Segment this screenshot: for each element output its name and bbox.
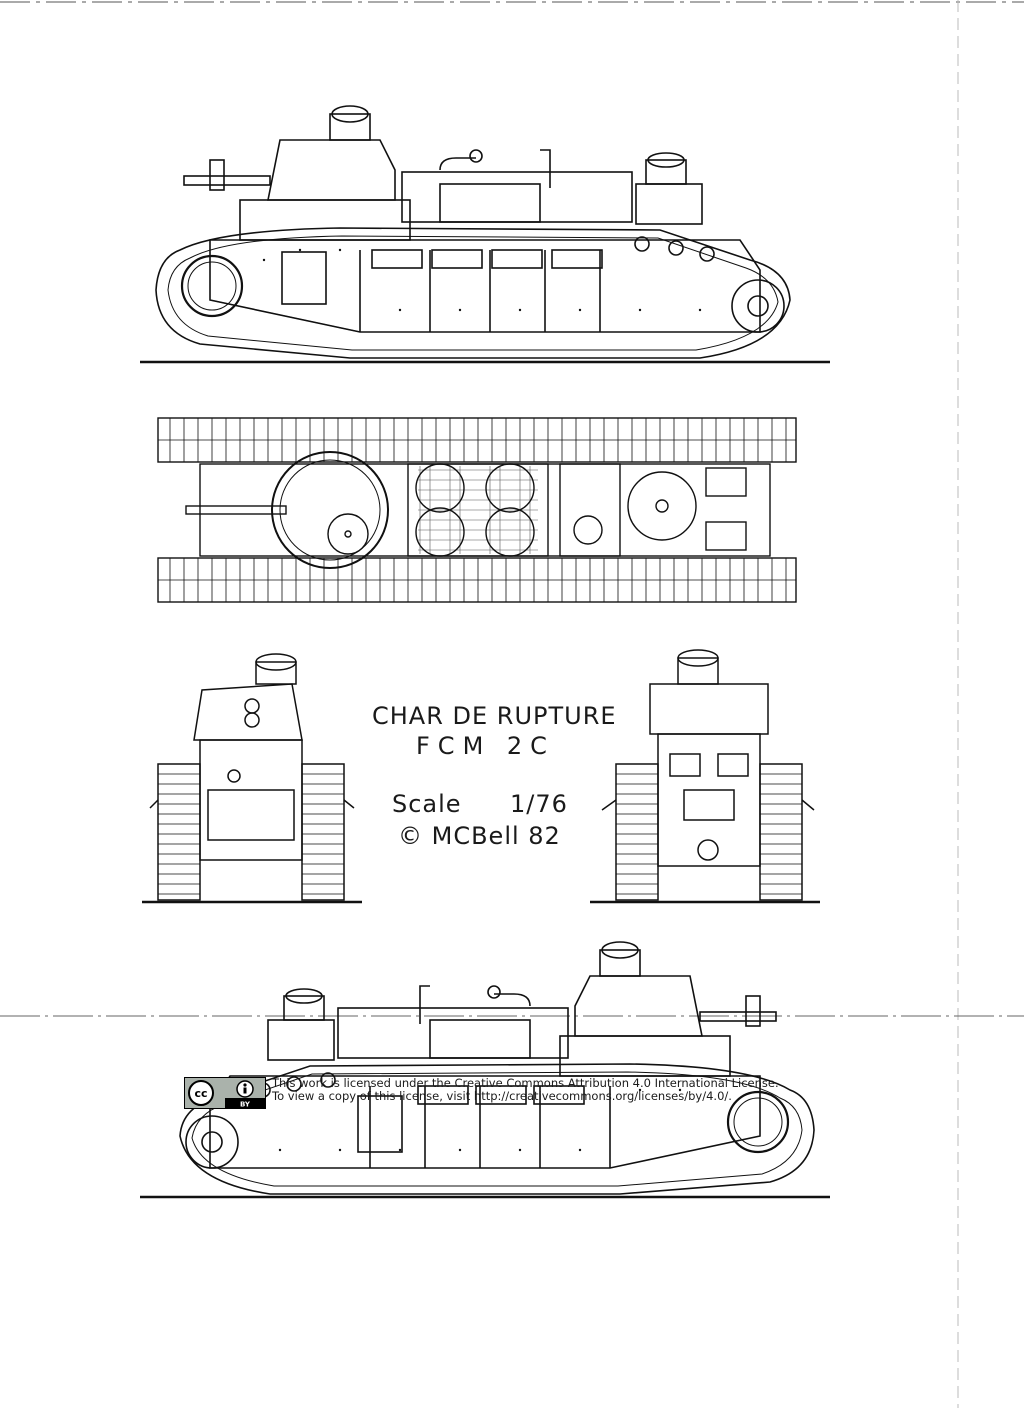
top-view: [157, 417, 797, 603]
front-view: [142, 653, 362, 904]
author-credit: © MCBell 82: [398, 822, 561, 850]
side-view-right: [140, 941, 830, 1199]
cc-by-badge[interactable]: cc BY: [184, 1077, 266, 1109]
cc-badge-text: cc: [194, 1087, 207, 1100]
scale-value: 1/76: [510, 790, 568, 818]
license-line-2[interactable]: To view a copy of this license, visit ht…: [272, 1089, 732, 1103]
license-text: This work is licensed under the Creative…: [272, 1077, 779, 1103]
cc-logo-icon: cc BY: [188, 1080, 265, 1109]
title-line-2: FCM 2C: [416, 732, 555, 760]
title-line-1: CHAR DE RUPTURE: [372, 702, 617, 730]
license-line-1: This work is licensed under the Creative…: [272, 1076, 779, 1090]
by-badge-text: BY: [240, 1101, 251, 1109]
rear-view: [590, 649, 820, 904]
scale-label: Scale: [392, 790, 462, 818]
side-view-left: [140, 105, 830, 364]
license-notice: cc BY This work is licensed under the Cr…: [184, 1077, 804, 1113]
